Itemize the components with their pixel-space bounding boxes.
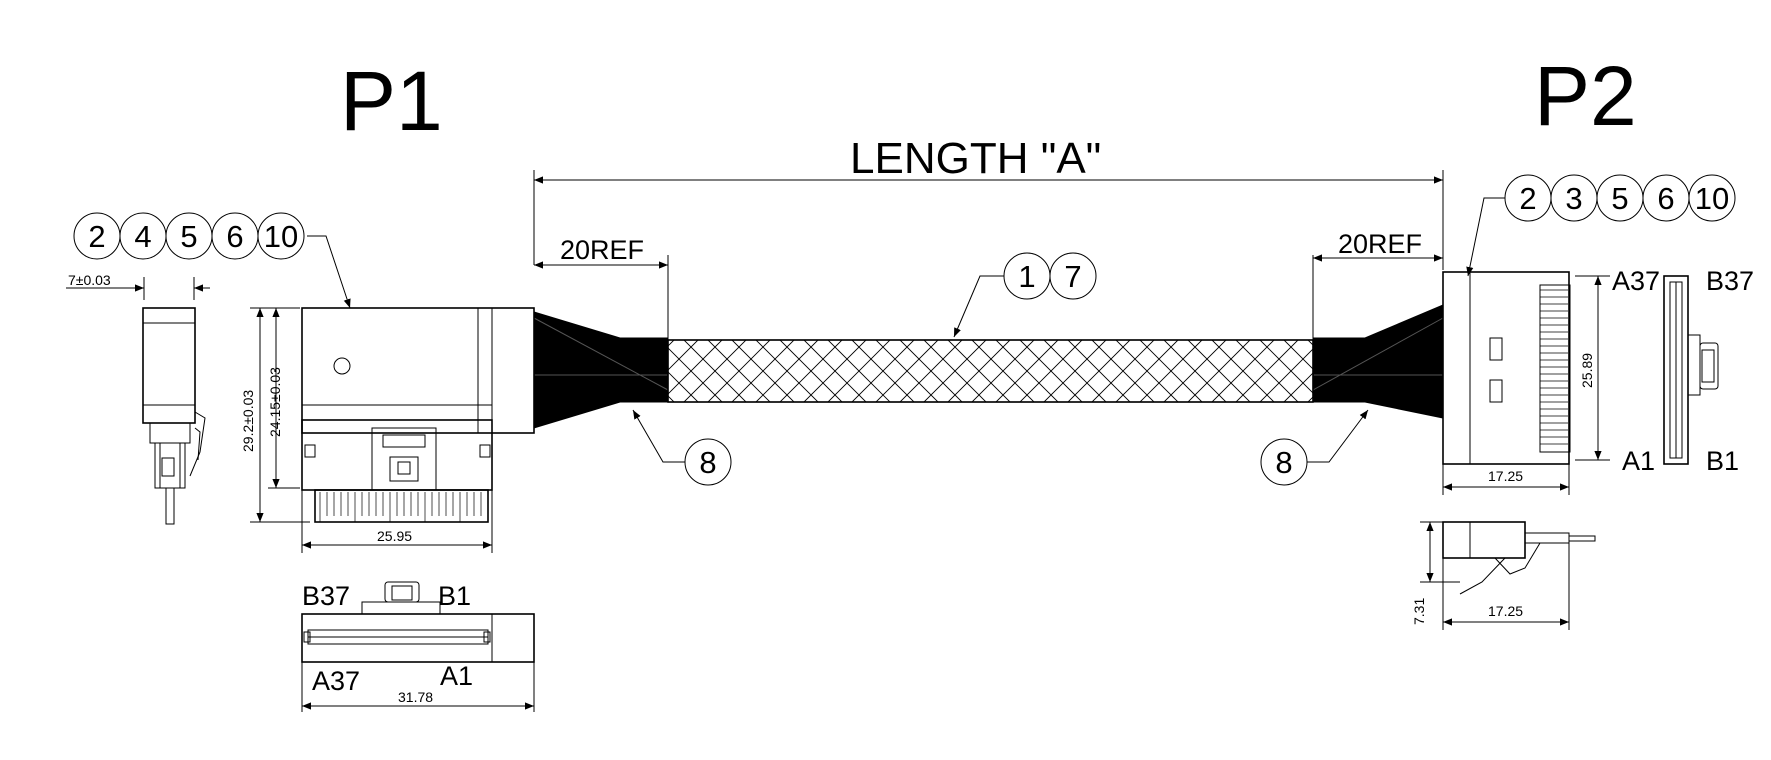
balloon-label: 7 [1064,259,1081,294]
balloon-label: 4 [134,219,151,254]
p2-front-view: 25.89 17.25 [1442,271,1610,495]
balloon-p1-2: 2 [73,212,121,260]
p1-side-width-dim: 7±0.03 [68,272,111,288]
boot-left [533,311,669,429]
p1-pin-a37: A37 [312,666,360,696]
balloon-p2-5: 5 [1596,174,1644,222]
p2-width-dim: 17.25 [1488,468,1523,484]
balloon-label: 10 [264,219,298,254]
p2-height-dim: 25.89 [1579,353,1595,388]
balloon-p1-6: 6 [211,212,259,260]
p2-side-width-dim: 17.25 [1488,603,1523,619]
p1-bottom-width-dim: 31.78 [398,689,433,705]
p1-bottom-view: B37 B1 A37 A1 31.78 [301,581,535,712]
balloon-sleeve-right-8: 8 [1260,438,1308,486]
ref-left-label: 20REF [560,235,644,265]
p1-height-body-dim: 24.15±0.03 [267,367,283,437]
p1-front-width-dim: 25.95 [377,528,412,544]
p1-title: P1 [340,54,443,148]
p2-title: P2 [1534,49,1637,143]
p2-pin-b37: B37 [1706,266,1754,296]
balloon-p1-10: 10 [257,212,305,260]
p2-pin-a1: A1 [1622,446,1655,476]
balloon-cable-1: 1 [1003,252,1051,300]
balloon-label: 8 [699,445,716,480]
p2-side-view: 7.31 17.25 [1411,521,1596,630]
balloon-label: 10 [1695,181,1729,216]
balloon-cable-7: 7 [1049,252,1097,300]
leader-lines [307,197,1505,463]
balloon-label: 6 [226,219,243,254]
ref-dimension-right: 20REF [1312,229,1443,338]
balloon-label: 2 [88,219,105,254]
cable-body [533,304,1444,429]
balloon-p1-5: 5 [165,212,213,260]
p1-pin-b37: B37 [302,581,350,611]
p1-height-total-dim: 29.2±0.03 [240,390,256,452]
p1-pin-b1: B1 [438,581,471,611]
balloon-p2-10: 10 [1688,174,1736,222]
ref-right-label: 20REF [1338,229,1422,259]
p2-end-view: A37 B37 A1 B1 [1612,266,1754,476]
balloon-label: 6 [1657,181,1674,216]
balloon-label: 5 [1611,181,1628,216]
balloon-p2-2: 2 [1504,174,1552,222]
balloon-label: 2 [1519,181,1536,216]
p2-pin-b1: B1 [1706,446,1739,476]
balloon-label: 3 [1565,181,1582,216]
length-label: LENGTH "A" [850,134,1101,183]
p1-front-view: 29.2±0.03 24.15±0.03 25.95 [240,307,535,553]
balloon-p2-6: 6 [1642,174,1690,222]
boot-right [1312,304,1444,419]
balloon-label: 5 [180,219,197,254]
balloon-p2-3: 3 [1550,174,1598,222]
balloon-label: 1 [1018,259,1035,294]
length-dimension: LENGTH "A" [533,134,1444,270]
balloon-label: 8 [1275,445,1292,480]
p1-pin-a1: A1 [440,661,473,691]
p1-side-view: 7±0.03 [66,272,210,525]
ref-dimension-left: 20REF [534,235,669,338]
balloon-sleeve-left-8: 8 [684,438,732,486]
p2-side-height-dim: 7.31 [1411,598,1427,625]
p2-pin-a37: A37 [1612,266,1660,296]
balloon-p1-4: 4 [119,212,167,260]
